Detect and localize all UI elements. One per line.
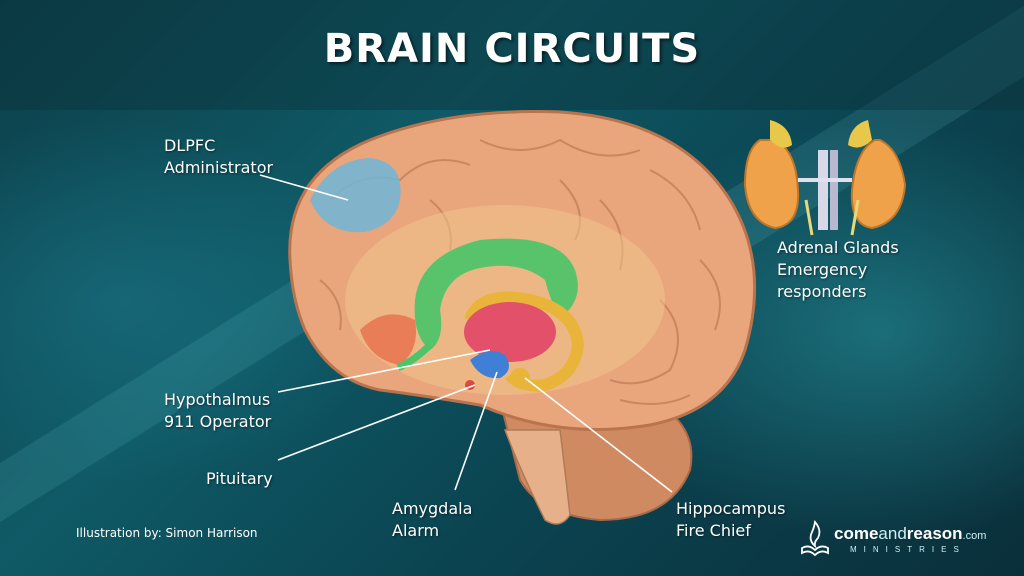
- brain-stem: [503, 429, 571, 525]
- logo-word-reason: reason: [906, 524, 963, 543]
- pituitary-label: Pituitary: [206, 468, 273, 490]
- dlpfc-role: Administrator: [164, 158, 274, 177]
- amygdala-region: [470, 351, 509, 379]
- hypothalamus-label: Hypothalmus 911 Operator: [164, 389, 271, 433]
- logo-word-com: .com: [962, 530, 987, 542]
- amygdala-role: Alarm: [392, 521, 440, 540]
- slide-title: BRAIN CIRCUITS: [323, 26, 701, 72]
- logo-word-and: and: [878, 524, 907, 543]
- pituitary-name: Pituitary: [206, 469, 273, 488]
- adrenal-role-2: responders: [777, 282, 867, 301]
- gyri: [319, 138, 721, 405]
- amygdala-name: Amygdala: [392, 499, 473, 518]
- flame-book-icon: [801, 520, 829, 557]
- hippocampus-label: Hippocampus Fire Chief: [676, 498, 785, 542]
- title-band: [0, 0, 1024, 110]
- come-and-reason-logo: comeandreason.com MINISTRIES: [800, 520, 990, 560]
- hippocampus-role: Fire Chief: [676, 521, 751, 540]
- dlpfc-name: DLPFC: [164, 136, 216, 155]
- thalamus-region: [464, 302, 556, 362]
- hypothalamus-name: Hypothalmus: [164, 390, 271, 409]
- dlpfc-label: DLPFC Administrator: [164, 135, 273, 179]
- cingulate-tail: [396, 342, 433, 372]
- leader-lines: [259, 174, 673, 493]
- logo-word-come: come: [834, 524, 879, 543]
- adrenal-role-1: Emergency: [777, 260, 868, 279]
- amygdala-label: Amygdala Alarm: [392, 498, 472, 542]
- illustration-credit: Illustration by: Simon Harrison: [76, 526, 258, 540]
- adrenal-glands-illustration: [743, 120, 907, 236]
- hippocampus-name: Hippocampus: [676, 499, 786, 518]
- cingulate-region: [414, 238, 578, 350]
- orbitofrontal-region: [360, 314, 416, 365]
- logo-subtitle: MINISTRIES: [850, 545, 966, 554]
- logo-wordmark: comeandreason.com: [834, 524, 986, 544]
- adrenal-name: Adrenal Glands: [777, 238, 899, 257]
- dlpfc-region: [310, 158, 401, 233]
- adrenal-label: Adrenal Glands Emergency responders: [777, 237, 899, 303]
- hypothalamus-role: 911 Operator: [164, 412, 272, 431]
